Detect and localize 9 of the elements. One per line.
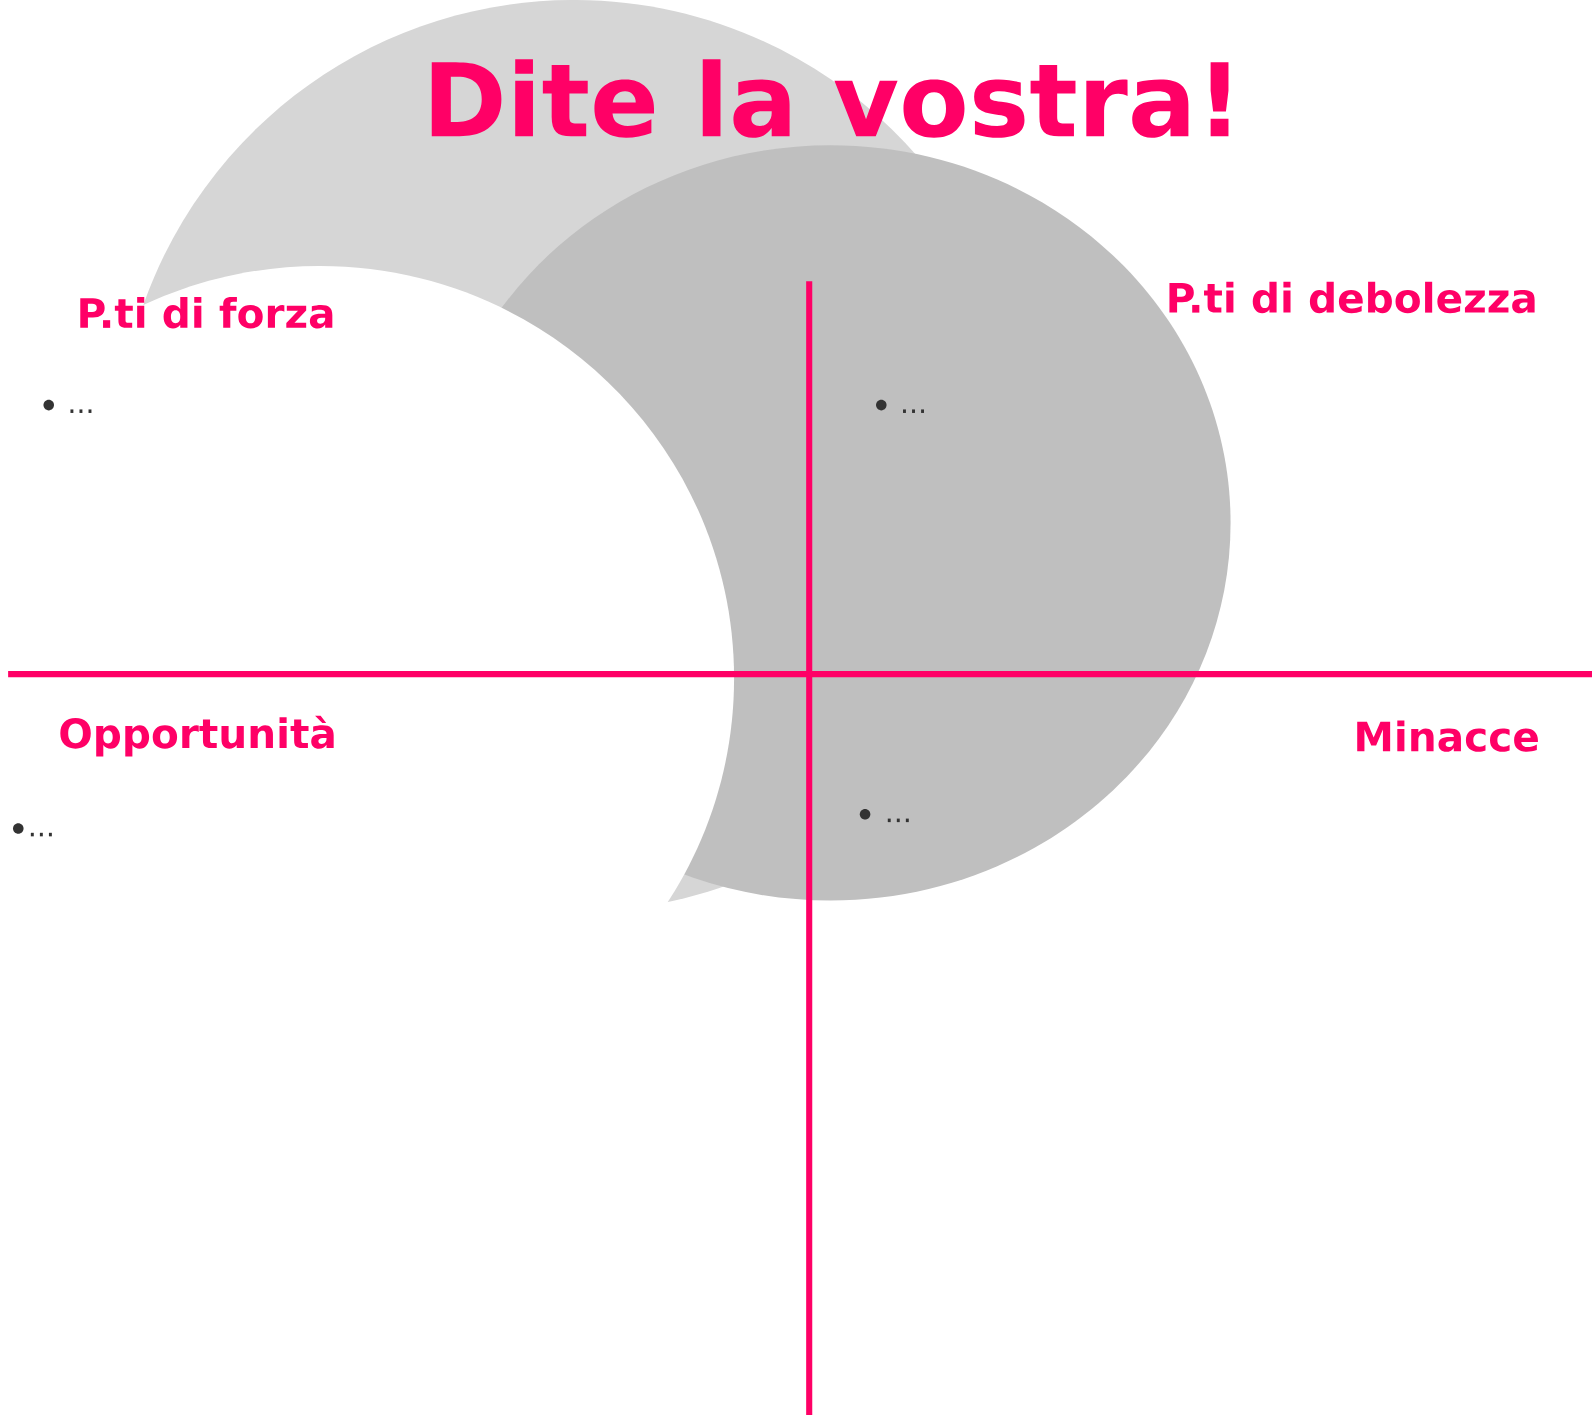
quadrant-heading: Minacce: [1357, 720, 1538, 752]
placeholder-text: ...: [30, 832, 52, 837]
placeholder-text: ...: [887, 818, 909, 822]
quadrant-heading: Opportunità: [60, 715, 334, 757]
quadrant-heading: P.ti di debolezza: [1169, 281, 1535, 313]
title: Dite la vostra!: [431, 59, 1229, 138]
quadrant-heading: P.ti di forza: [80, 296, 333, 329]
placeholder-text: ...: [903, 409, 924, 413]
placeholder-text: ...: [70, 409, 92, 413]
